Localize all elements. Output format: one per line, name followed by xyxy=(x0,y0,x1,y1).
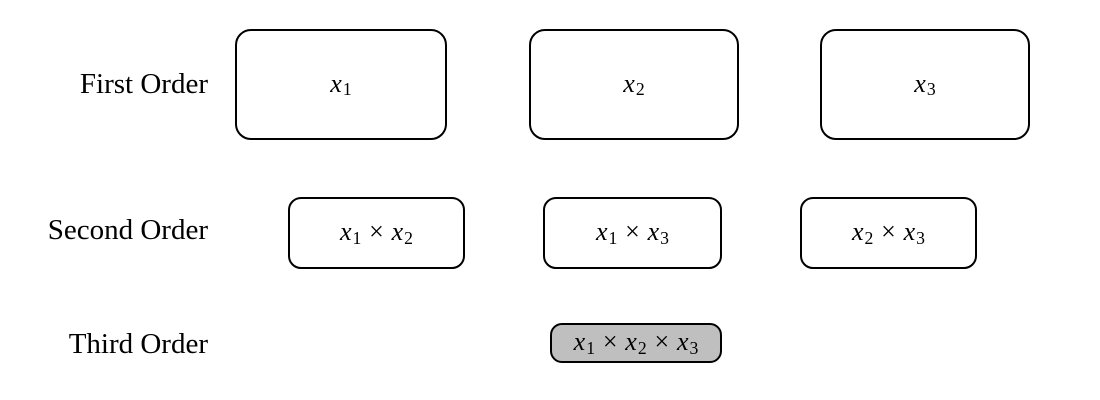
box-x3: x3 xyxy=(820,29,1030,140)
box-x2-x3: x2×x3 xyxy=(800,197,977,269)
box-x1-x2-x3: x1×x2×x3 xyxy=(550,323,722,363)
box-x1: x1 xyxy=(235,29,447,140)
box-x2-label: x2 xyxy=(623,68,645,100)
row-label-third-order: Third Order xyxy=(68,328,208,360)
box-x1-label: x1 xyxy=(330,68,352,100)
row-label-second-order: Second Order xyxy=(47,214,208,246)
multiplication-sign: × xyxy=(881,217,896,247)
box-x3-label: x3 xyxy=(914,68,936,100)
box-x1-x2-x3-label: x1×x2×x3 xyxy=(573,327,699,358)
row-label-first-order: First Order xyxy=(79,68,208,100)
multiplication-sign: × xyxy=(369,217,384,247)
multiplication-sign: × xyxy=(602,327,618,357)
multiplication-sign: × xyxy=(654,327,670,357)
box-x2-x3-label: x2×x3 xyxy=(851,217,926,248)
multiplication-sign: × xyxy=(625,217,640,247)
box-x1-x2-label: x1×x2 xyxy=(339,217,414,248)
box-x2: x2 xyxy=(529,29,739,140)
box-x1-x3: x1×x3 xyxy=(543,197,722,269)
box-x1-x3-label: x1×x3 xyxy=(595,217,670,248)
box-x1-x2: x1×x2 xyxy=(288,197,465,269)
